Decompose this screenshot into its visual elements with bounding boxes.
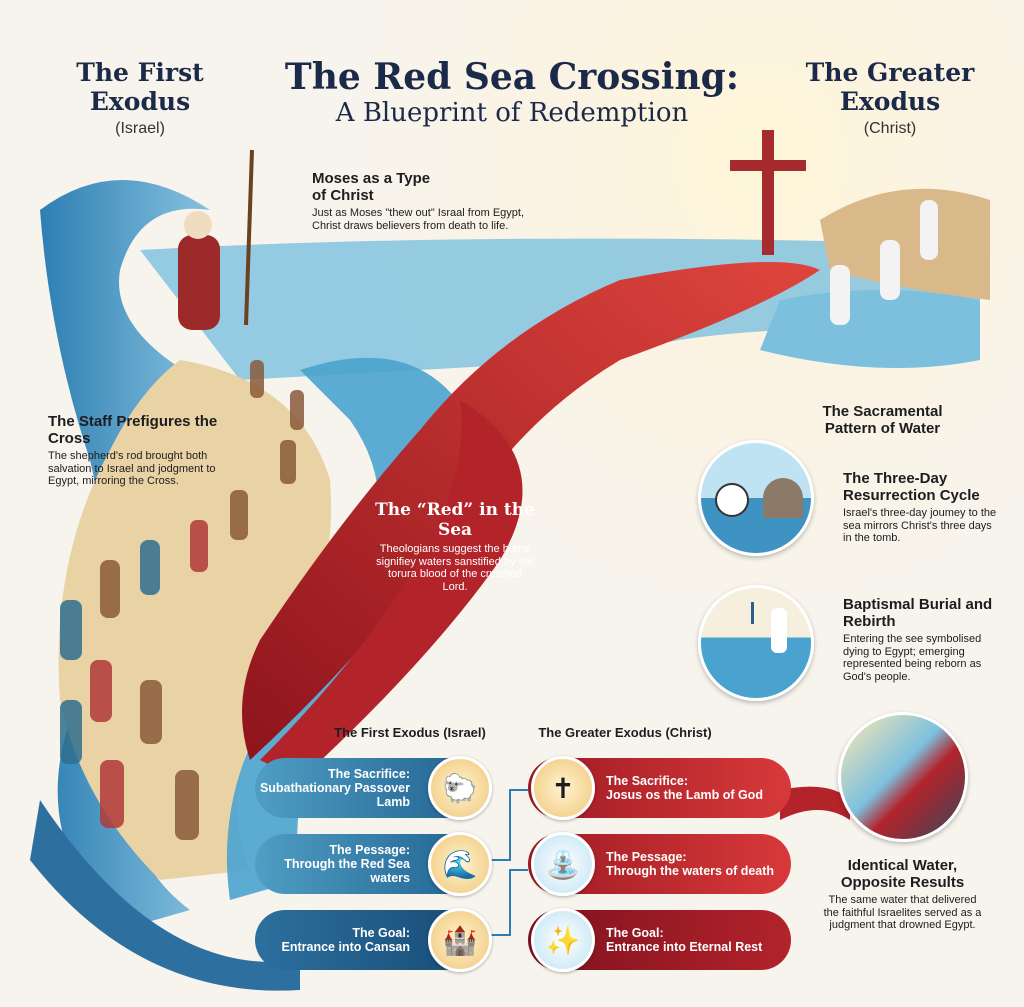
staff-heading: The Staff Prefigures the Cross (48, 413, 218, 447)
clock-tomb-icon (698, 440, 814, 556)
baptism-body: Entering the see symbolised dying to Egy… (843, 633, 982, 683)
moses-callout: Moses as a Type of Christ Just as Moses … (312, 170, 527, 232)
left-header-title: The First Exodus (76, 58, 204, 116)
row-text: Subathationary Passover Lamb (259, 781, 410, 809)
right-shore (820, 188, 990, 300)
row-text: Josus os the Lamb of God (606, 788, 763, 802)
israelites-crowd (60, 360, 304, 840)
identical-body: The same water that delivered the faithf… (823, 894, 982, 931)
staff-body: The shepherd's rod brought both salvatio… (48, 450, 216, 487)
page-subtitle: A Blueprint of Redemption (335, 98, 689, 128)
staff-callout: The Staff Prefigures the Cross The sheph… (48, 413, 223, 488)
page-title: The Red Sea Crossing: (284, 56, 740, 98)
row-label: The Goal: (606, 926, 664, 940)
row-text: Entrance into Eternal Rest (606, 940, 763, 954)
baptism-figures (830, 200, 938, 325)
comparison-right-header: The Greater Exodus (Christ) (538, 725, 712, 740)
row-label: The Goal: (352, 926, 410, 940)
lower-red-swoosh (780, 786, 850, 820)
font-cross-icon: ⛲ (531, 832, 595, 896)
right-water (760, 290, 980, 368)
three-day-body: Israel's three-day joumey to the sea mir… (843, 507, 997, 544)
heavenly-city-icon: ✨ (531, 908, 595, 972)
identical-callout: Identical Water, Opposite Results The sa… (820, 857, 985, 932)
sand-path (58, 360, 332, 880)
row-label: The Sacrifice: (606, 774, 688, 788)
red-sea-scene-icon (838, 712, 968, 842)
red-heading: The “Red” in the Sea (375, 500, 535, 540)
red-river-lower (260, 400, 523, 780)
comparison-left-header: The First Exodus (Israel) (334, 725, 486, 740)
moses-figure (178, 149, 254, 330)
red-body: Theologians suggest the home signifiey w… (376, 543, 534, 593)
identical-heading: Identical Water, Opposite Results (840, 857, 965, 891)
row-text: Entrance into Cansan (281, 940, 411, 954)
right-header-title: The Greater Exodus (805, 58, 975, 116)
lamb-icon: 🐑 (428, 756, 492, 820)
row-text: Through the Red Sea waters (284, 857, 410, 885)
row-label: The Sacrifice: (328, 767, 410, 781)
baptism-item: Baptismal Burial and Rebirth Entering th… (843, 596, 1008, 683)
city-path-icon: 🏰 (428, 908, 492, 972)
lower-blue-swoosh (30, 800, 300, 991)
red-callout: The “Red” in the Sea Theologians suggest… (375, 500, 535, 593)
cross-icon (730, 130, 806, 255)
moses-body: Just as Moses "thew out" Israal from Egy… (312, 207, 525, 232)
left-header-sub: (Israel) (115, 120, 165, 137)
row-label: The Pessage: (606, 850, 687, 864)
row-label: The Pessage: (329, 843, 410, 857)
right-header-sub: (Christ) (863, 120, 917, 137)
baptism-icon (698, 585, 814, 701)
three-day-item: The Three-Day Resurrection Cycle Israel'… (843, 470, 1003, 545)
connector-line (490, 789, 528, 936)
cross-lamb-icon: ✝ (531, 756, 595, 820)
sacramental-heading: The Sacramental Pattern of Water (822, 403, 943, 437)
red-river (242, 262, 820, 760)
three-day-heading: The Three-Day Resurrection Cycle (843, 470, 980, 504)
baptism-heading: Baptismal Burial and Rebirth (843, 596, 993, 630)
row-text: Through the waters of death (606, 864, 775, 878)
wave-icon: 🌊 (428, 832, 492, 896)
moses-heading: Moses as a Type of Christ (312, 170, 431, 204)
